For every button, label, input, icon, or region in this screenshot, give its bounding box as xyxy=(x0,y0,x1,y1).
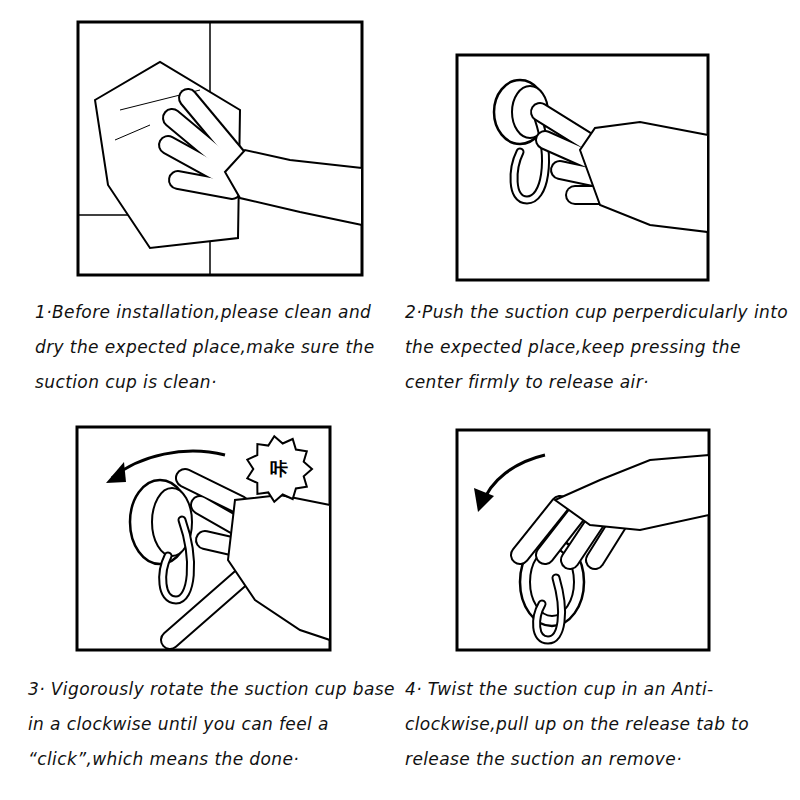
step-caption: 2·Push the suction cup perperdicularly i… xyxy=(405,295,793,400)
sound-bubble: 咔 xyxy=(246,436,312,502)
sound-text: 咔 xyxy=(270,457,288,481)
step-caption: 4· Twist the suction cup in an Anti- clo… xyxy=(405,672,793,777)
step-caption: 3· Vigorously rotate the suction cup bas… xyxy=(28,672,400,777)
step-caption: 1·Before installation,please clean and d… xyxy=(35,295,405,400)
bubble-shape xyxy=(247,436,312,501)
